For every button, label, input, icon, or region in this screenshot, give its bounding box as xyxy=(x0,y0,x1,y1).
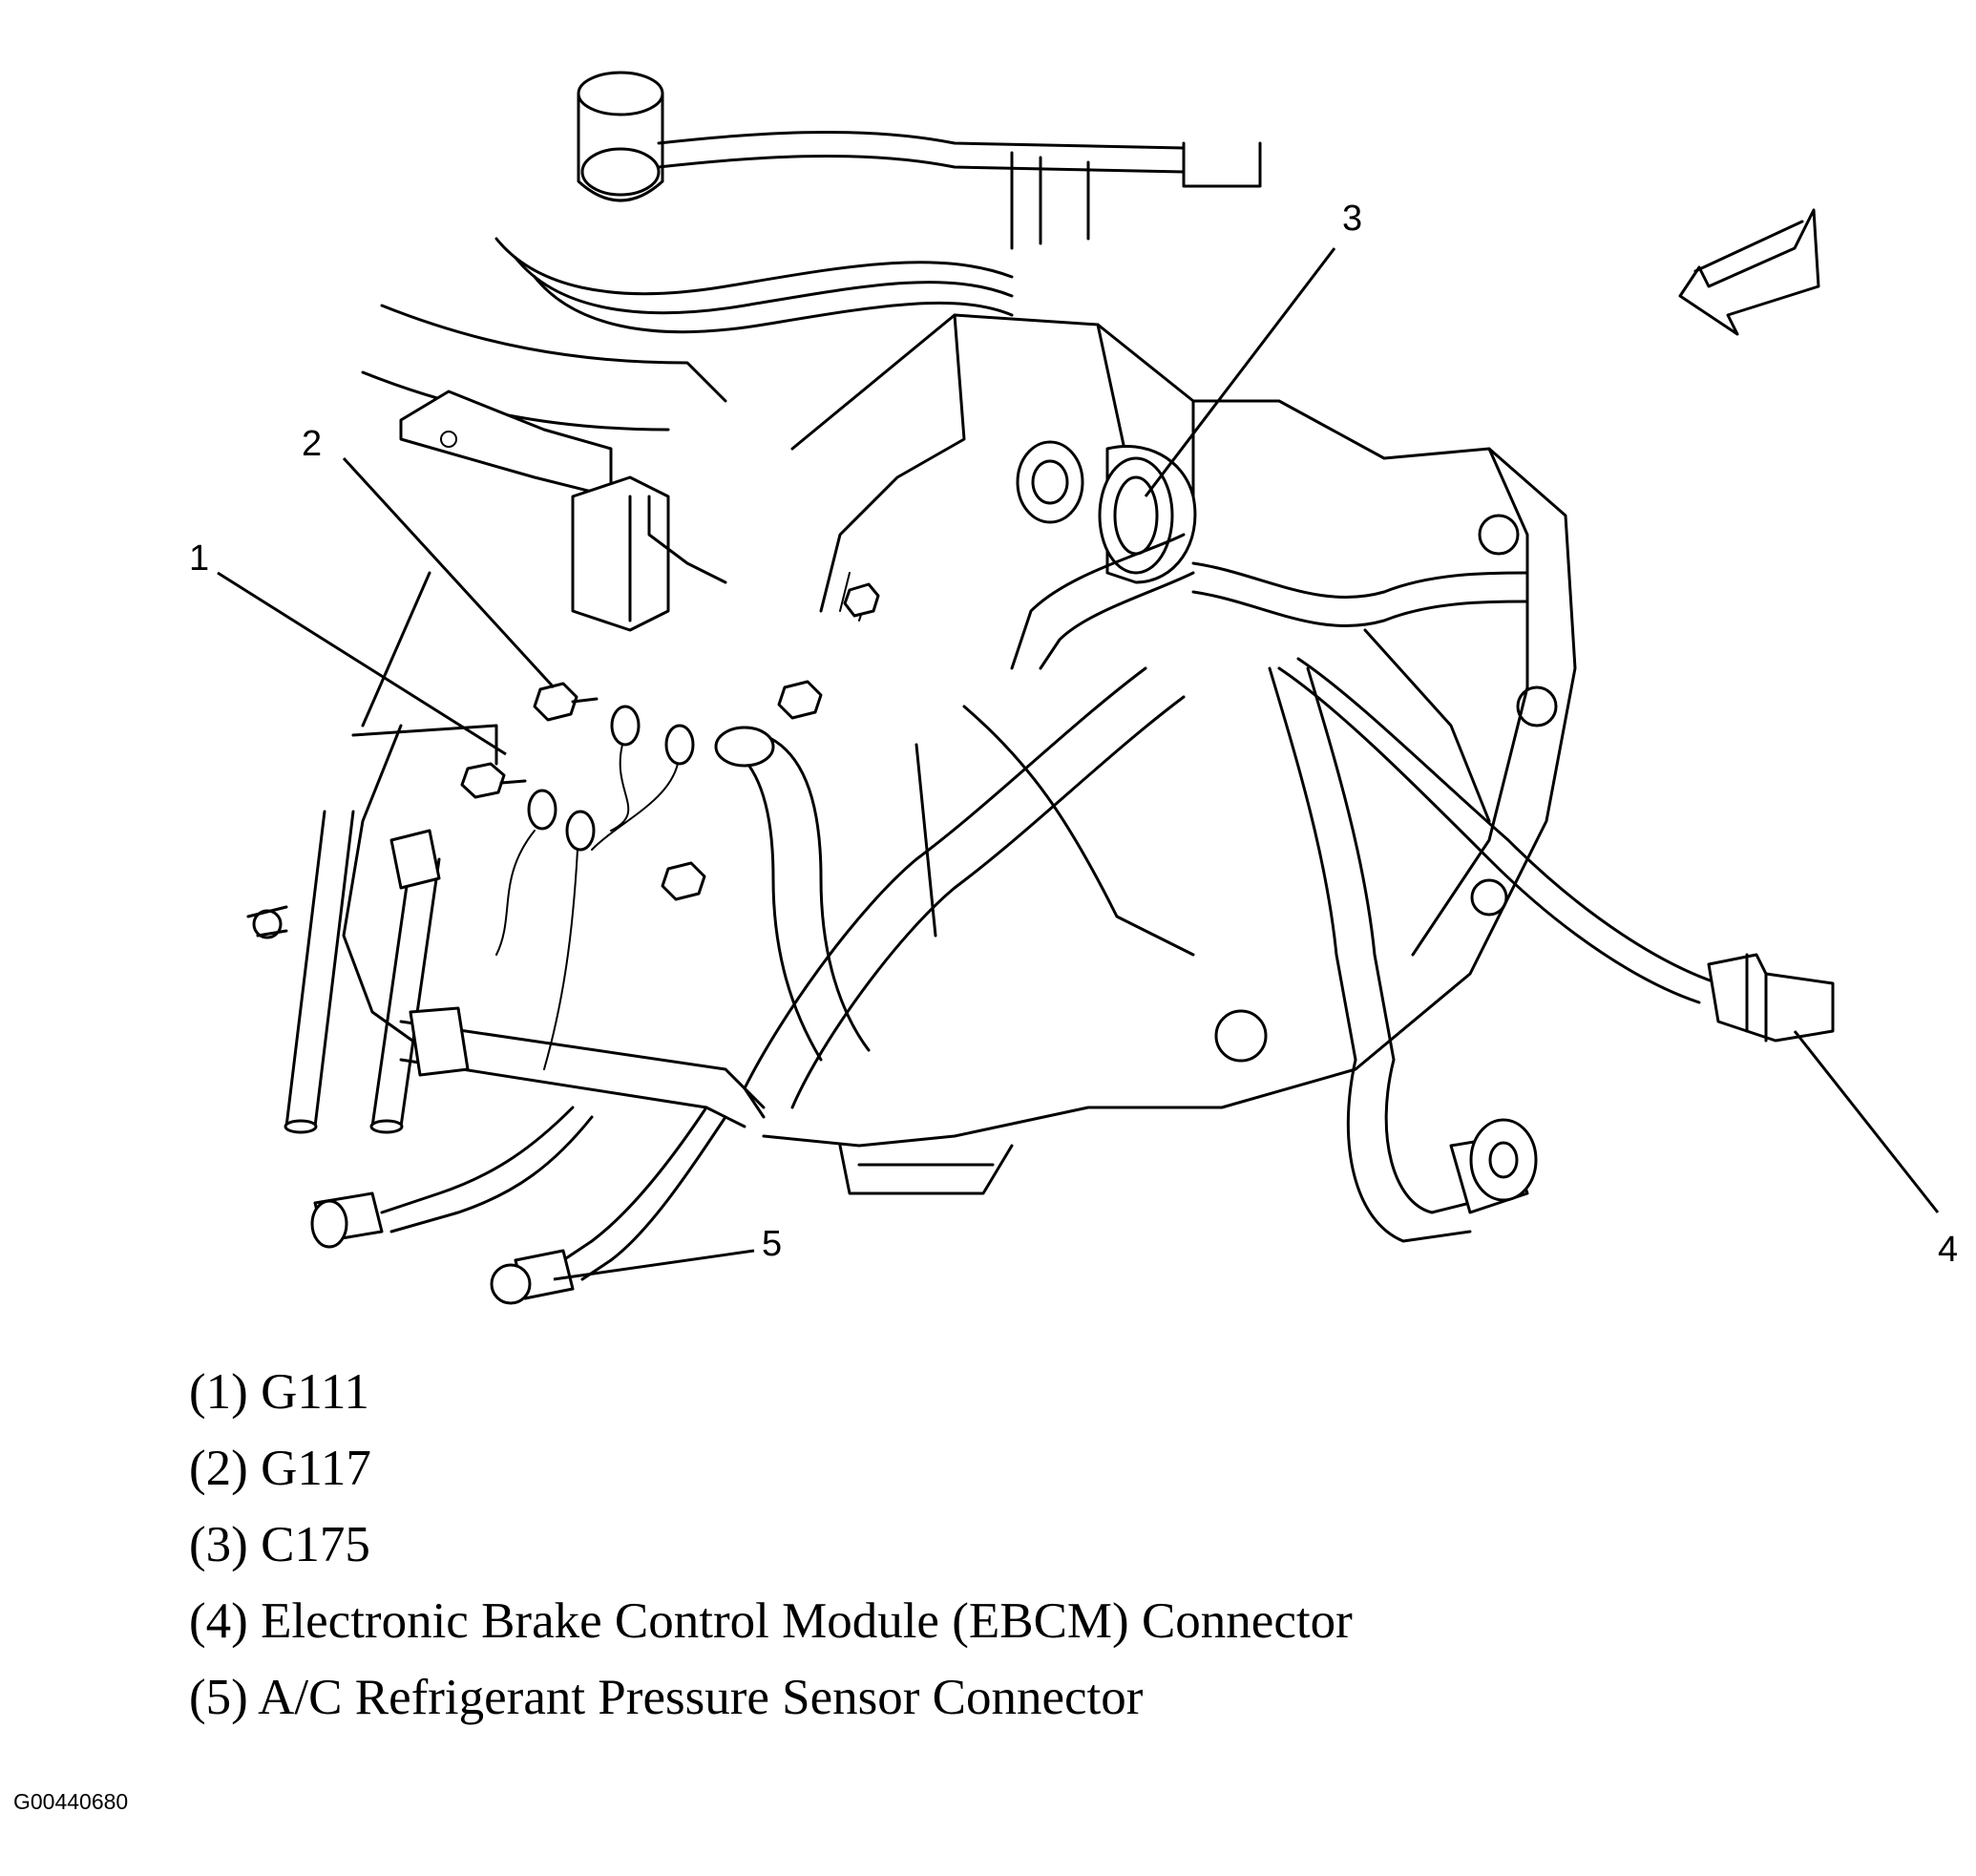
legend-number: (3) xyxy=(189,1517,248,1572)
legend-text: Electronic Brake Control Module (EBCM) C… xyxy=(261,1593,1353,1649)
legend-number: (2) xyxy=(189,1441,248,1496)
upper-hoses xyxy=(361,237,1014,432)
legend-number: (4) xyxy=(189,1593,248,1649)
callout-1: 1 xyxy=(189,538,210,579)
coolant-pipes xyxy=(246,810,441,1134)
legend-text: G111 xyxy=(261,1364,369,1420)
legend-number: (1) xyxy=(189,1364,248,1420)
wiring-harness xyxy=(380,533,1720,1281)
c175-connector xyxy=(1016,440,1197,584)
legend-item-ebcm-connector: (4) Electronic Brake Control Module (EBC… xyxy=(189,1583,1353,1659)
figure-code: G00440680 xyxy=(13,1789,129,1814)
callout-4: 4 xyxy=(1938,1230,1959,1270)
component-legend: (1) G111 (2) G117 (3) C175 (4) Electroni… xyxy=(189,1354,1353,1736)
callout-leaders xyxy=(217,247,1940,1281)
legend-number: (5) xyxy=(189,1670,248,1725)
callout-3: 3 xyxy=(1342,199,1363,239)
ground-hardware xyxy=(460,572,880,1070)
callout-2: 2 xyxy=(302,424,323,464)
mount-bracket xyxy=(399,390,727,632)
callout-5: 5 xyxy=(762,1224,783,1264)
legend-item-g111: (1) G111 xyxy=(189,1354,1353,1430)
legend-text: C175 xyxy=(261,1517,370,1572)
direction-arrow-icon xyxy=(1678,208,1820,336)
legend-item-g117: (2) G117 xyxy=(189,1430,1353,1507)
harness-connectors xyxy=(310,953,1835,1305)
legend-item-c175: (3) C175 xyxy=(189,1507,1353,1583)
legend-text: A/C Refrigerant Pressure Sensor Connecto… xyxy=(258,1670,1144,1725)
transmission-housing xyxy=(342,313,1577,1195)
legend-item-ac-pressure-sensor-connector: (5) A/C Refrigerant Pressure Sensor Conn… xyxy=(189,1659,1353,1736)
legend-text: G117 xyxy=(261,1441,371,1496)
intake-pipe xyxy=(577,71,1262,250)
